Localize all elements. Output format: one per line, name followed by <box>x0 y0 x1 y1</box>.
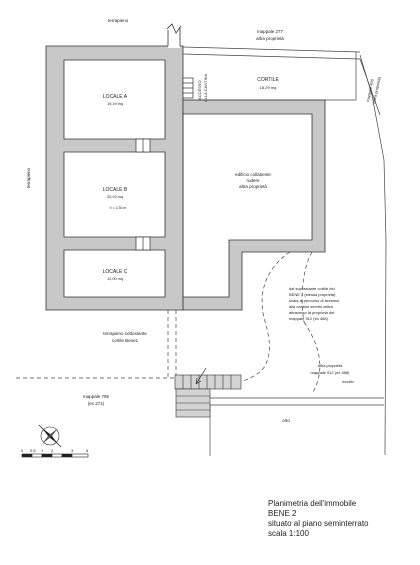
dashed-edges <box>16 251 321 395</box>
label-orto: orto <box>282 418 290 423</box>
label-accesso-cantina-1: ACCESSO <box>197 80 202 100</box>
label-access-note-4: alla cantina servitù attiva <box>289 304 334 309</box>
label-access-note-1: dal soprastante cortile del <box>289 286 335 291</box>
title-line-4: scala 1:100 <box>268 529 309 538</box>
break-symbol <box>166 23 182 34</box>
stair-arrow <box>195 367 207 385</box>
label-access-note-5: attraverso la proprietà del <box>289 310 334 315</box>
label-mappale-796: mappale 796 <box>83 394 110 399</box>
property-boundaries <box>193 54 387 456</box>
label-altra-proprieta-top: altra proprietà <box>256 36 284 41</box>
label-altra-proprieta-912: altra proprietà <box>318 363 343 368</box>
label-accesso-cantina-2: ALLA CANTINA <box>203 73 208 102</box>
label-rudere-2: rudere <box>246 178 260 183</box>
title-line-3: situato al piano seminterrato <box>268 519 369 528</box>
label-locale-b-area: 20,03 mq <box>107 195 123 199</box>
label-locale-a: LOCALE A <box>103 94 128 100</box>
label-locale-a-area: 19,19 mq <box>107 102 123 106</box>
scale-tick-3: 2 <box>51 448 54 453</box>
label-terrapieno-sottostante-1: terrapieno sottostante <box>103 331 147 336</box>
title-line-2: BENE 2 <box>268 509 297 518</box>
label-locale-b: LOCALE B <box>103 187 128 193</box>
external-stair <box>174 374 242 418</box>
scale-tick-1: 0.5 <box>30 448 36 453</box>
scale-tick-4: 3 <box>71 448 74 453</box>
cantina-access-stair <box>182 77 194 99</box>
label-terrapieno-top: terrapieno <box>108 18 129 23</box>
label-access-note-3: scala al percorso di accesso <box>289 298 340 303</box>
label-cortile: CORTILE <box>257 77 279 83</box>
label-locale-c-area: 12,00 mq <box>107 277 123 281</box>
label-mappale-796-sub: (ex 271) <box>88 401 105 406</box>
scale-tick-0: 0 <box>21 448 24 453</box>
north-arrow-icon <box>38 424 62 448</box>
title-line-1: Planimetria dell'immobile <box>268 499 357 508</box>
label-mappale-277: mappale 277 <box>257 29 284 34</box>
title-block: Planimetria dell'immobile BENE 2 situato… <box>268 499 416 539</box>
label-locale-b-height: h = 2,30 m <box>110 206 127 210</box>
wall-stub <box>167 28 181 46</box>
label-terrapieno-sottostante-2: cortile Bene1 <box>112 338 139 343</box>
label-mappale-400-sub: (altra proprietà) <box>371 76 382 104</box>
label-rudere-1: edificio collabente <box>235 172 271 177</box>
scale-tick-5: 5 <box>86 448 89 453</box>
label-locale-c: LOCALE C <box>103 269 128 275</box>
door-bc <box>135 236 151 251</box>
cortile-outline <box>182 46 381 116</box>
door-ab <box>135 138 151 153</box>
label-cortile-area: 18,29 mq <box>260 85 277 90</box>
label-mappale-400: mappale 400 <box>365 78 375 102</box>
label-mappale-912: mappale 912 (ex 488) <box>311 370 351 375</box>
label-terrapieno-left: terrapieno <box>26 167 31 188</box>
scale-tick-2: 1 <box>41 448 44 453</box>
label-incolto: incolto <box>342 379 354 384</box>
label-access-note-6: mappale 912 (ex 488) <box>289 316 329 321</box>
label-access-note-2: BENE 1 (stessa proprietà) <box>289 292 336 297</box>
label-rudere-3: altra proprietà <box>239 184 267 189</box>
scale-bar <box>21 453 89 458</box>
